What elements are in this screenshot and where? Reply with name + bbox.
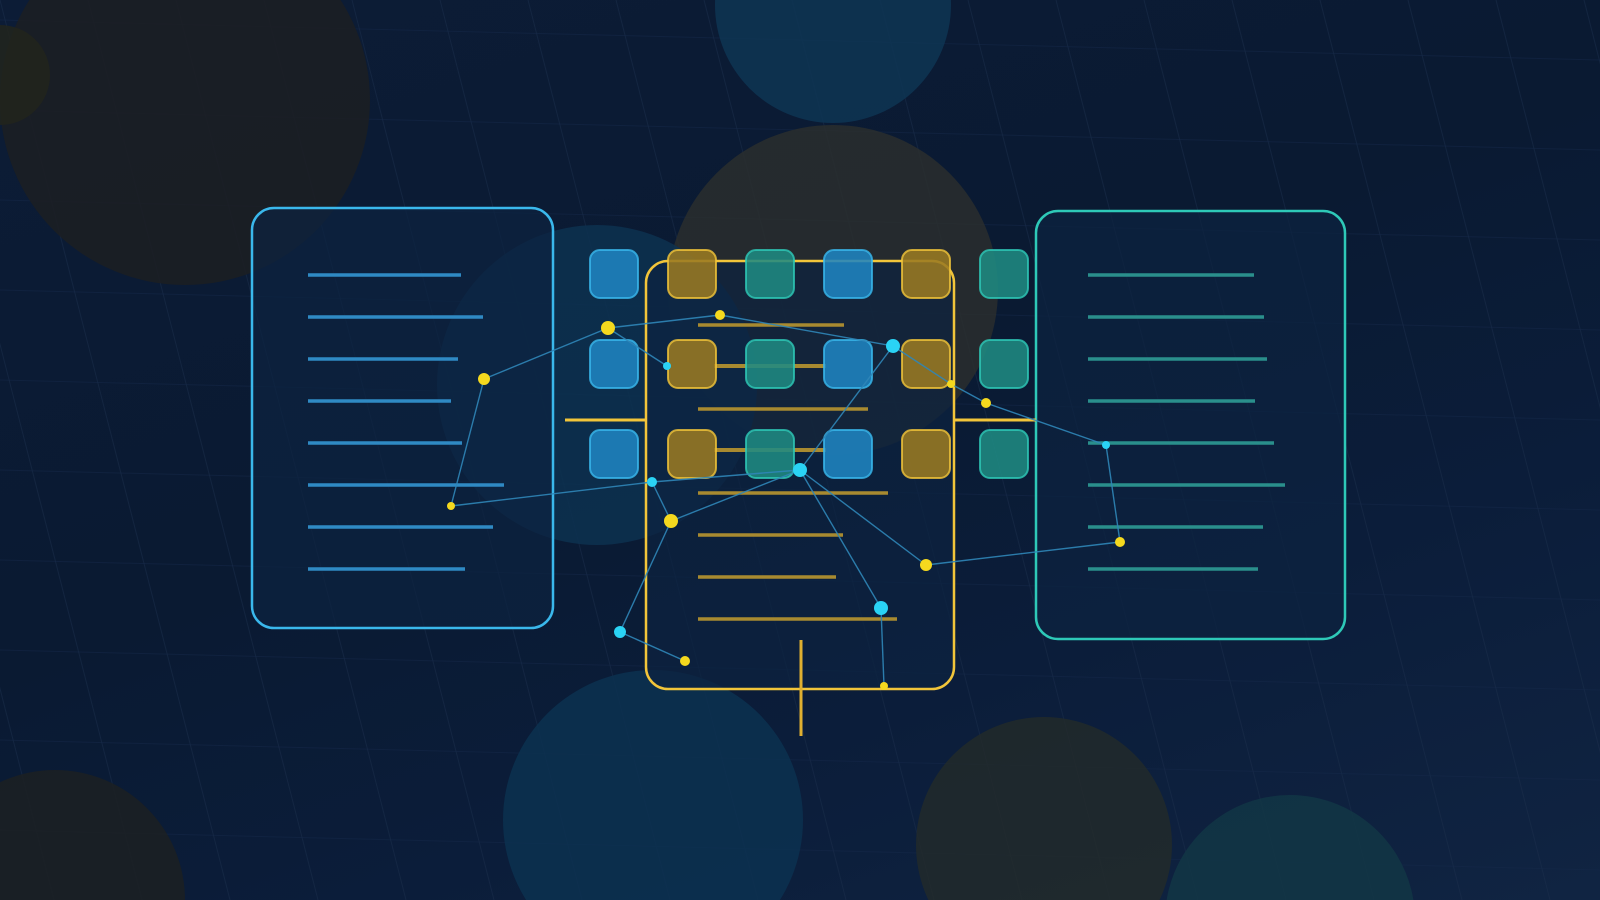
network-node-yellow [601, 321, 615, 335]
tile-yellow [901, 339, 951, 389]
grid-line [0, 342, 143, 900]
network-node-cyan [647, 477, 657, 487]
network-nodes [447, 310, 1125, 690]
tile-blue [589, 249, 639, 299]
network-node-cyan [793, 463, 807, 477]
network-node-cyan [1102, 441, 1110, 449]
network-edge [619, 520, 672, 633]
network-edge [925, 541, 1121, 566]
network-node-cyan [663, 362, 671, 370]
grid-line [0, 739, 1600, 781]
tile-grid [589, 249, 1029, 479]
tile-yellow [667, 429, 717, 479]
network-edges [450, 314, 1121, 687]
tile-teal [745, 249, 795, 299]
network-edge [892, 345, 952, 385]
network-edge [607, 314, 721, 329]
grid-line [1495, 0, 1600, 409]
network-node-yellow [947, 380, 955, 388]
network-edge [880, 607, 885, 687]
network-node-yellow [1115, 537, 1125, 547]
network-edge [483, 327, 609, 380]
network-node-yellow [920, 559, 932, 571]
tile-blue [823, 339, 873, 389]
tile-blue [823, 429, 873, 479]
background-circle [916, 717, 1172, 900]
network-node-yellow [664, 514, 678, 528]
background-circle [0, 25, 50, 125]
network-edge [799, 345, 894, 471]
tile-teal [745, 429, 795, 479]
grid-line [0, 686, 55, 900]
tile-yellow [901, 429, 951, 479]
network-node-yellow [880, 682, 888, 690]
network-edge [619, 631, 686, 662]
tile-yellow [667, 339, 717, 389]
tile-teal [979, 429, 1029, 479]
network-edge [985, 402, 1107, 446]
tile-teal [745, 339, 795, 389]
network-edge [670, 469, 801, 522]
right-document-panel [1034, 209, 1347, 641]
tile-teal [979, 249, 1029, 299]
network-edge [799, 469, 927, 566]
tile-teal [979, 339, 1029, 389]
network-node-yellow [981, 398, 991, 408]
grid-line [1319, 0, 1551, 900]
background-circle [1166, 795, 1414, 900]
document-frame [250, 206, 555, 630]
network-edge [950, 383, 987, 404]
background-circle [503, 670, 803, 900]
network-edge [799, 469, 882, 609]
background-circle [715, 0, 951, 123]
tile-yellow [901, 249, 951, 299]
grid-line [1231, 0, 1463, 900]
network-edge [450, 481, 653, 507]
network-edge [719, 314, 894, 347]
tile-blue [589, 429, 639, 479]
panel-connectors [565, 418, 1036, 736]
network-node-yellow [447, 502, 455, 510]
tile-yellow [667, 249, 717, 299]
network-edge [651, 481, 672, 522]
network-node-cyan [614, 626, 626, 638]
network-node-cyan [886, 339, 900, 353]
tile-blue [823, 249, 873, 299]
network-node-yellow [680, 656, 690, 666]
network-edge [450, 378, 485, 507]
network-node-yellow [715, 310, 725, 320]
left-document-panel [250, 206, 555, 630]
background-circle [0, 770, 185, 900]
network-node-yellow [478, 373, 490, 385]
tile-blue [589, 339, 639, 389]
network-edge [651, 469, 801, 483]
network-node-cyan [874, 601, 888, 615]
network-edge [1105, 444, 1121, 543]
network-edge [607, 327, 668, 367]
